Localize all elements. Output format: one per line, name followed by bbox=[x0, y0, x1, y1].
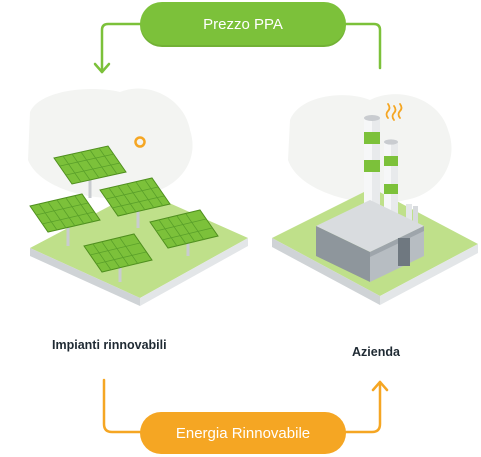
company-caption: Azienda bbox=[352, 345, 400, 359]
chimney bbox=[384, 139, 398, 222]
sun-icon bbox=[134, 136, 146, 148]
smoke-icon bbox=[385, 103, 403, 121]
chimney bbox=[364, 115, 380, 210]
solar-panel bbox=[83, 233, 153, 282]
solar-panel bbox=[149, 209, 219, 256]
renewable-plants-caption: Impianti rinnovabili bbox=[52, 338, 167, 352]
ppa-price-label: Prezzo PPA bbox=[140, 2, 346, 47]
solar-panel bbox=[29, 193, 101, 246]
factory-building bbox=[316, 200, 424, 282]
solar-plant-illustration bbox=[28, 88, 248, 306]
ppa-price-arrow bbox=[93, 22, 382, 74]
renewable-energy-arrow bbox=[102, 378, 389, 434]
renewable-energy-label: Energia Rinnovabile bbox=[140, 412, 346, 454]
solar-panel bbox=[99, 177, 171, 228]
solar-panel bbox=[53, 145, 127, 198]
factory-illustration bbox=[272, 94, 478, 305]
